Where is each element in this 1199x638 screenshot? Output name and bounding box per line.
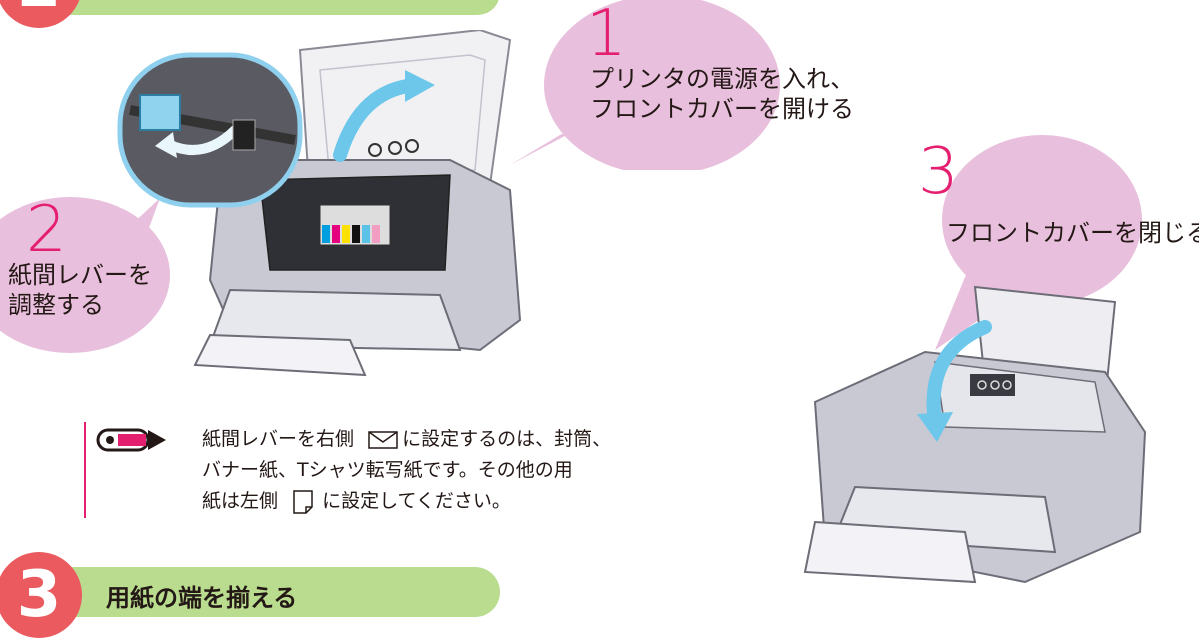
- note-line-1: 紙間レバーを右側 に設定するのは、封筒、: [202, 424, 611, 455]
- step2-header-bar: [40, 0, 500, 15]
- note-line-3-a: 紙は左側: [202, 490, 279, 512]
- memo-pencil-icon: [96, 428, 166, 452]
- envelope-icon: [368, 430, 398, 449]
- callout-2-bubble: [0, 197, 170, 353]
- note-line-1-b: に設定するのは、封筒、: [402, 428, 612, 450]
- step2-number-badge: 2: [0, 0, 82, 28]
- note-line-3-b: に設定してください。: [322, 490, 511, 512]
- note-line-1-a: 紙間レバーを右側: [202, 428, 355, 450]
- callout-1-bubble: [510, 0, 780, 170]
- callout-3-line1: フロントカバーを閉じる: [946, 219, 1199, 247]
- callout-2-number: 2: [26, 193, 67, 267]
- callout-1-line2: フロントカバーを開ける: [590, 95, 854, 123]
- callout-2-line1: 紙間レバーを: [8, 261, 152, 289]
- paper-sheet-icon: [293, 489, 313, 514]
- note-line-3: 紙は左側 に設定してください。: [202, 486, 511, 517]
- callout-1-line1: プリンタの電源を入れ、: [590, 65, 855, 93]
- step3-number-badge: 3: [0, 552, 82, 638]
- step3-title: 用紙の端を揃える: [106, 584, 298, 612]
- callout-3-number: 3: [918, 135, 959, 209]
- callout-2-line2: 調整する: [8, 291, 104, 319]
- note-divider: [84, 422, 86, 518]
- printer-open-cover-illustration: [193, 30, 522, 377]
- paper-thickness-lever-detail: [117, 52, 303, 208]
- callout-1-number: 1: [586, 0, 627, 71]
- note-line-2: バナー紙、Tシャツ転写紙です。その他の用: [202, 459, 573, 481]
- printer-closed-cover-illustration: [803, 285, 1147, 584]
